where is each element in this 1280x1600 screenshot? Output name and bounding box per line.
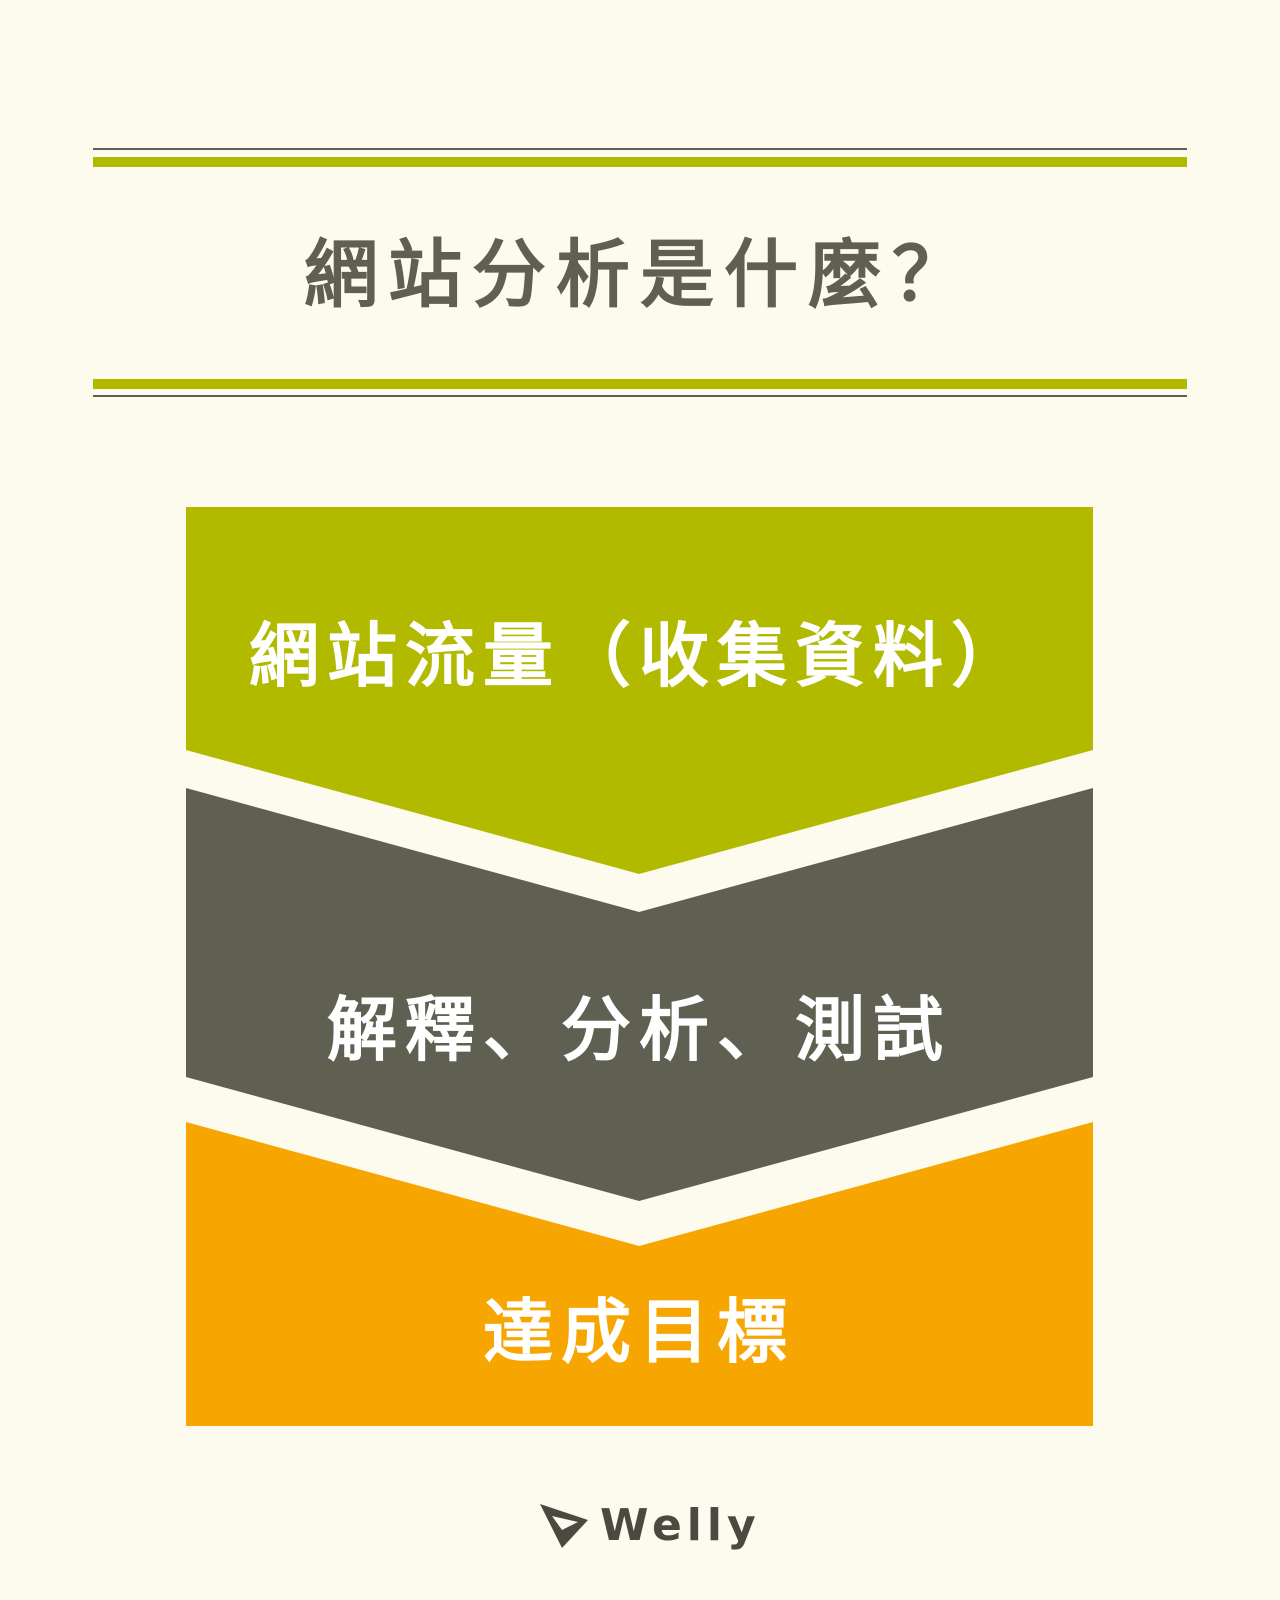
paper-plane-icon bbox=[540, 1504, 588, 1548]
bottom-thin-rule bbox=[93, 395, 1187, 397]
flow-step-2-shape bbox=[186, 788, 1093, 1201]
top-thin-rule bbox=[93, 148, 1187, 150]
top-thick-rule bbox=[93, 157, 1187, 167]
brand-name: Welly bbox=[600, 1500, 761, 1551]
flow-step-1-shape bbox=[186, 507, 1093, 874]
bottom-thick-rule bbox=[93, 379, 1187, 389]
flow-step-3-label: 達成目標 bbox=[483, 1291, 795, 1373]
brand-logo: Welly bbox=[538, 1498, 761, 1554]
flow-step-2-label: 解釋、分析、測試 bbox=[327, 989, 951, 1071]
page-title: 網站分析是什麼？ bbox=[304, 232, 976, 318]
flow-step-3-shape bbox=[186, 1122, 1093, 1426]
flow-step-1-label: 網站流量（收集資料） bbox=[249, 615, 1029, 697]
